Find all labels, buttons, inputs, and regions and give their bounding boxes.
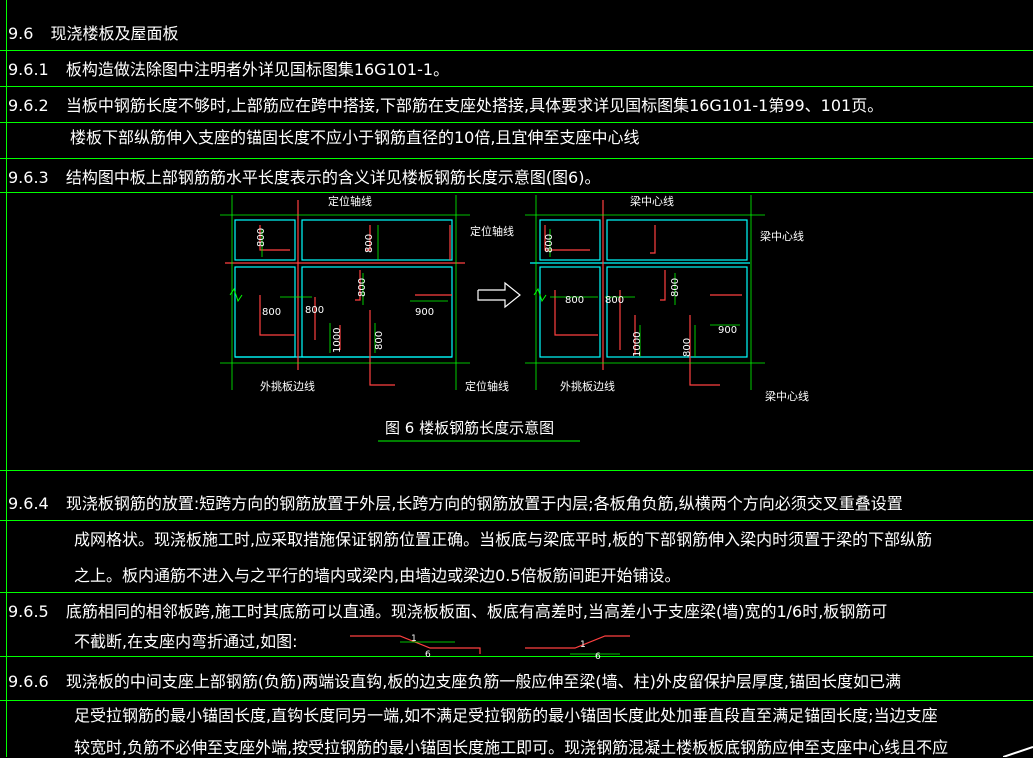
item-9-6-2-continued: 楼板下部纵筋伸入支座的锚固长度不应小于钢筋直径的10倍,且宜伸至支座中心线 (70, 128, 639, 148)
left-plan: 定位轴线 定位轴线 外挑板边线 定位轴线 800 800 800 800 900… (220, 194, 514, 393)
item-9-6-6-line2: 足受拉钢筋的最小锚固长度,直钩长度同另一端,如不满足受拉钢筋的最小锚固长度此处加… (74, 706, 938, 726)
left-dim: 1000 (332, 328, 343, 353)
right-label-top: 梁中心线 (630, 194, 674, 208)
heading-number: 9.6 (8, 24, 34, 43)
row-separator (0, 192, 1033, 193)
left-dim: 800 (364, 234, 375, 253)
item-number: 9.6.6 (8, 672, 49, 691)
row-separator (0, 592, 1033, 593)
left-dim: 800 (374, 331, 385, 350)
left-dim: 800 (256, 228, 267, 247)
item-9-6-4-line3: 之上。板内通筋不进入与之平行的墙内或梁内,由墙边或梁边0.5倍板筋间距开始铺设。 (74, 566, 681, 586)
item-9-6-6: 9.6.6 现浇板的中间支座上部钢筋(负筋)两端设直钩,板的边支座负筋一般应伸至… (8, 672, 901, 692)
item-text: 之上。板内通筋不进入与之平行的墙内或梁内,由墙边或梁边0.5倍板筋间距开始铺设。 (74, 566, 681, 585)
item-text: 结构图中板上部钢筋筋水平长度表示的含义详见楼板钢筋长度示意图(图6)。 (65, 168, 601, 187)
right-label-bottom-left: 外挑板边线 (560, 379, 615, 393)
right-dim: 800 (605, 295, 624, 306)
heading-text: 现浇楼板及屋面板 (50, 24, 179, 43)
item-9-6-5: 9.6.5 底筋相同的相邻板跨,施工时其底筋可以直通。现浇板板面、板底有高差时,… (8, 602, 887, 622)
row-separator (0, 86, 1033, 87)
item-number: 9.6.2 (8, 96, 49, 115)
right-dim: 800 (682, 338, 693, 357)
row-separator (0, 700, 1033, 701)
left-label-top: 定位轴线 (328, 194, 372, 208)
item-9-6-4-line2: 成网格状。现浇板施工时,应采取措施保证钢筋位置正确。当板底与梁底平时,板的下部钢… (74, 530, 932, 550)
right-dim: 900 (718, 325, 737, 336)
right-dim: 800 (565, 295, 584, 306)
frame-left-edge (6, 0, 7, 757)
item-number: 9.6.4 (8, 494, 49, 513)
right-label-right: 梁中心线 (760, 229, 804, 243)
item-text: 当板中钢筋长度不够时,上部筋应在跨中搭接,下部筋在支座处搭接,具体要求详见国标图… (65, 96, 884, 115)
item-text: 底筋相同的相邻板跨,施工时其底筋可以直通。现浇板板面、板底有高差时,当高差小于支… (65, 602, 888, 621)
right-dim: 800 (544, 234, 555, 253)
row-separator (0, 122, 1033, 123)
transform-arrow (477, 281, 521, 309)
item-9-6-3: 9.6.3 结构图中板上部钢筋筋水平长度表示的含义详见楼板钢筋长度示意图(图6)… (8, 168, 600, 188)
left-label-bottom-left: 外挑板边线 (260, 379, 315, 393)
row-separator (0, 470, 1033, 471)
right-dim: 800 (670, 278, 681, 297)
row-separator (0, 50, 1033, 51)
row-separator (0, 158, 1033, 159)
section-heading: 9.6 现浇楼板及屋面板 (8, 24, 179, 44)
crosshair-cursor-icon (1003, 746, 1033, 757)
right-dim: 1000 (632, 332, 643, 357)
item-text: 成网格状。现浇板施工时,应采取措施保证钢筋位置正确。当板底与梁底平时,板的下部钢… (74, 530, 933, 549)
item-number: 9.6.1 (8, 60, 49, 79)
left-dim: 800 (262, 307, 281, 318)
left-dim: 800 (357, 278, 368, 297)
right-label-bottom-right: 梁中心线 (765, 389, 809, 403)
item-text: 足受拉钢筋的最小锚固长度,直钩长度同另一端,如不满足受拉钢筋的最小锚固长度此处加… (74, 706, 938, 725)
rebar-length-diagram: 定位轴线 定位轴线 外挑板边线 定位轴线 800 800 800 800 900… (220, 194, 809, 442)
left-label-right: 定位轴线 (470, 224, 514, 238)
item-9-6-4: 9.6.4 现浇板钢筋的放置:短跨方向的钢筋放置于外层,长跨方向的钢筋放置于内层… (8, 494, 903, 514)
item-text: 较宽时,负筋不必伸至支座外端,按受拉钢筋的最小锚固长度施工即可。现浇钢筋混凝土楼… (74, 738, 949, 757)
left-label-bottom-right: 定位轴线 (465, 379, 509, 393)
item-9-6-1: 9.6.1 板构造做法除图中注明者外详见国标图集16G101-1。 (8, 60, 449, 80)
slope-rise: 1 (411, 634, 417, 644)
row-separator (0, 656, 1033, 657)
item-9-6-6-line3: 较宽时,负筋不必伸至支座外端,按受拉钢筋的最小锚固长度施工即可。现浇钢筋混凝土楼… (74, 738, 948, 758)
item-text: 板构造做法除图中注明者外详见国标图集16G101-1。 (65, 60, 450, 79)
slope-run: 6 (425, 650, 431, 660)
item-text: 不截断,在支座内弯折通过,如图: (74, 632, 298, 651)
left-dim: 800 (305, 305, 324, 316)
item-number: 9.6.3 (8, 168, 49, 187)
slope-run: 6 (595, 652, 601, 660)
item-9-6-5-line2: 不截断,在支座内弯折通过,如图: (74, 632, 298, 652)
item-text: 现浇板钢筋的放置:短跨方向的钢筋放置于外层,长跨方向的钢筋放置于内层;各板角负筋… (65, 494, 903, 513)
item-number: 9.6.5 (8, 602, 49, 621)
row-separator (0, 520, 1033, 521)
left-dim: 900 (415, 307, 434, 318)
slope-rise: 1 (580, 640, 586, 650)
item-9-6-2: 9.6.2 当板中钢筋长度不够时,上部筋应在跨中搭接,下部筋在支座处搭接,具体要… (8, 96, 883, 116)
item-text: 楼板下部纵筋伸入支座的锚固长度不应小于钢筋直径的10倍,且宜伸至支座中心线 (70, 128, 640, 147)
right-plan: 梁中心线 梁中心线 外挑板边线 梁中心线 800 800 800 800 900… (525, 194, 809, 403)
item-text: 现浇板的中间支座上部钢筋(负筋)两端设直钩,板的边支座负筋一般应伸至梁(墙、柱)… (65, 672, 901, 691)
figure-caption: 图 6 楼板钢筋长度示意图 (385, 419, 554, 437)
slope-sketch: 1 6 1 6 (350, 634, 630, 660)
